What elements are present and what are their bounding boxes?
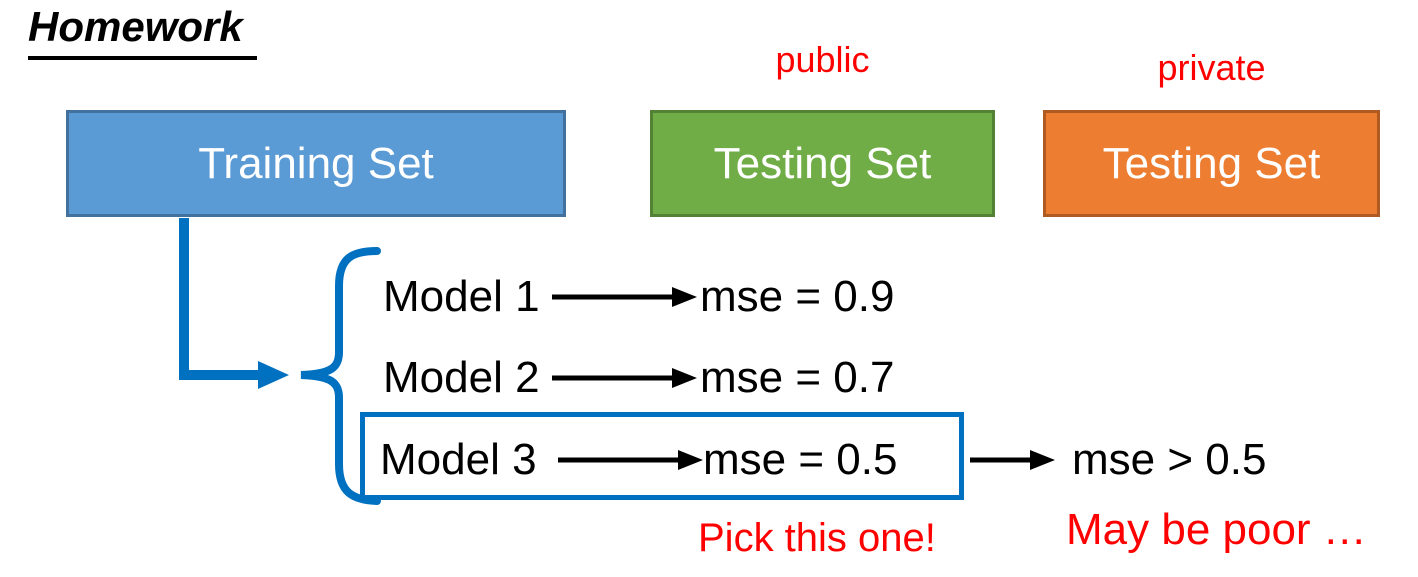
training-to-models-arrow: [179, 218, 289, 389]
model-3-mse-value: mse = 0.5: [703, 435, 898, 484]
private-testing-set-box: Testing Set: [1043, 110, 1380, 217]
public-tag-label: public: [775, 39, 870, 80]
model-2-mse-value: mse = 0.7: [700, 353, 895, 402]
public-testing-set-label: Testing Set: [713, 138, 932, 188]
model3-arrow: [558, 450, 703, 470]
slide-title: Homework: [28, 3, 257, 61]
selected-model-outline: [360, 412, 964, 500]
arrowhead-icon: [1030, 450, 1055, 470]
training-set-label: Training Set: [198, 138, 434, 188]
model1-arrow: [552, 287, 697, 307]
pick-annotation: Pick this one!: [698, 516, 936, 560]
arrowhead-icon: [678, 450, 703, 470]
public-to-private-arrow: [970, 450, 1055, 470]
model-2-label: Model 2: [383, 353, 540, 402]
arrowhead-icon: [672, 287, 697, 307]
model2-arrow: [552, 368, 697, 388]
public-testing-set-box: Testing Set: [650, 110, 995, 217]
arrowhead-icon: [672, 368, 697, 388]
private-tag-label: private: [1157, 47, 1266, 88]
model-1-mse-value: mse = 0.9: [700, 272, 895, 321]
training-set-box: Training Set: [66, 110, 566, 217]
curly-brace-icon: [300, 247, 381, 505]
poor-annotation: May be poor …: [1066, 505, 1367, 554]
private-testing-set-label: Testing Set: [1102, 138, 1321, 188]
model-1-label: Model 1: [383, 272, 540, 321]
model-3-label: Model 3: [380, 435, 537, 484]
arrowhead-icon: [258, 361, 289, 389]
private-mse-value: mse > 0.5: [1072, 435, 1267, 484]
